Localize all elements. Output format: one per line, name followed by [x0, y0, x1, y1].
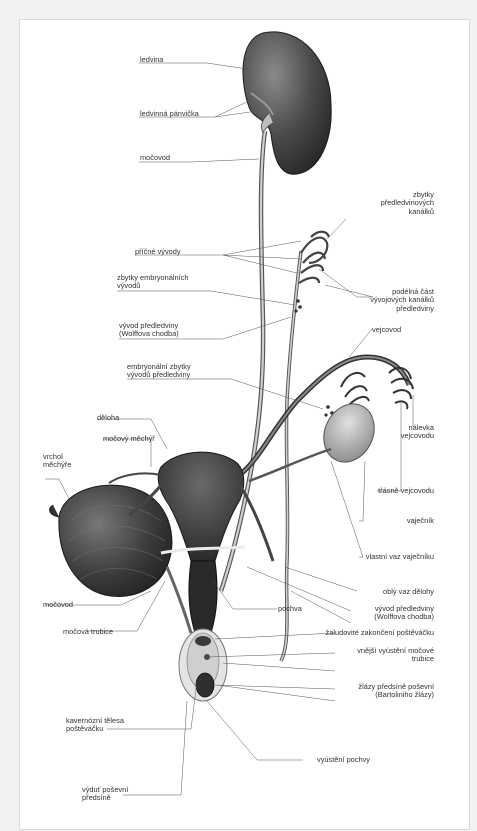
label-pochva: pochva [278, 605, 302, 613]
label-deloha: děloha [97, 414, 119, 422]
label-vlastni-vaz: vlastní vaz vaječníku [340, 553, 434, 561]
label-vajecnik: vaječník [360, 517, 434, 525]
label-pricne-vyvody: příčné vývody [135, 248, 181, 256]
label-ledvina: ledvina [140, 56, 163, 64]
urinary-bladder [50, 485, 172, 596]
label-obly-vaz: oblý vaz dělohy [340, 588, 434, 596]
label-zbytky-embryonalnich: zbytky embryonálních vývodů [117, 274, 188, 291]
label-zbytky-predledvinovych: zbytky předledvinových kanálků [338, 191, 434, 216]
label-kavernozni-telesa: kavernózní tělesa poštěváčku [66, 717, 124, 734]
label-mocovod-upper: močovod [140, 154, 170, 162]
ovary [315, 396, 384, 471]
label-mocova-trubice: močová trubice [63, 628, 113, 636]
label-tasne-vejcovodu: třásně vejcovodu [360, 487, 434, 495]
label-vydut: výduť poševní předsíně [82, 786, 128, 803]
figure-card: ledvina ledvinná pánvička močovod zbytky… [19, 19, 470, 830]
label-zaludovite: žaludovité zakončení poštěváčku [312, 629, 434, 637]
label-vnejsi-vyusteni: vnější vyústění močové trubice [330, 647, 434, 664]
label-embryonalni-zbytky: embryonální zbytky vývodů předledviny [127, 363, 191, 380]
label-vyusteni-pochvy: vyústění pochvy [298, 756, 370, 764]
label-vyvod-predledviny-left: vývod předledviny (Wolffova chodba) [119, 322, 179, 339]
wolffian-duct [281, 251, 301, 661]
kidney [243, 32, 331, 174]
urethra [167, 567, 191, 633]
label-zlazy: žlázy předsíně poševní (Bartoliniho žláz… [330, 683, 434, 700]
label-mocovy-mechyr: močový měchýř [103, 435, 155, 443]
label-vyvod-predledviny-right: vývod předledviny (Wolffova chodba) [344, 605, 434, 622]
label-mocovod-lower: močovod [43, 601, 73, 609]
label-podelna-cast: podélná část vývojových kanálků předledv… [342, 288, 434, 313]
mesonephric-tubules [299, 232, 329, 283]
label-vrchol-mechyre: vrchol měchýře [43, 453, 71, 470]
vulva-region [179, 629, 227, 701]
label-ledvinna-panvicka: ledvinná pánvička [140, 110, 199, 118]
vagina [189, 561, 217, 633]
label-nalevka-vejcovodu: nálevka vejcovodu [380, 424, 434, 441]
label-vejcovod: vejcovod [372, 326, 401, 334]
